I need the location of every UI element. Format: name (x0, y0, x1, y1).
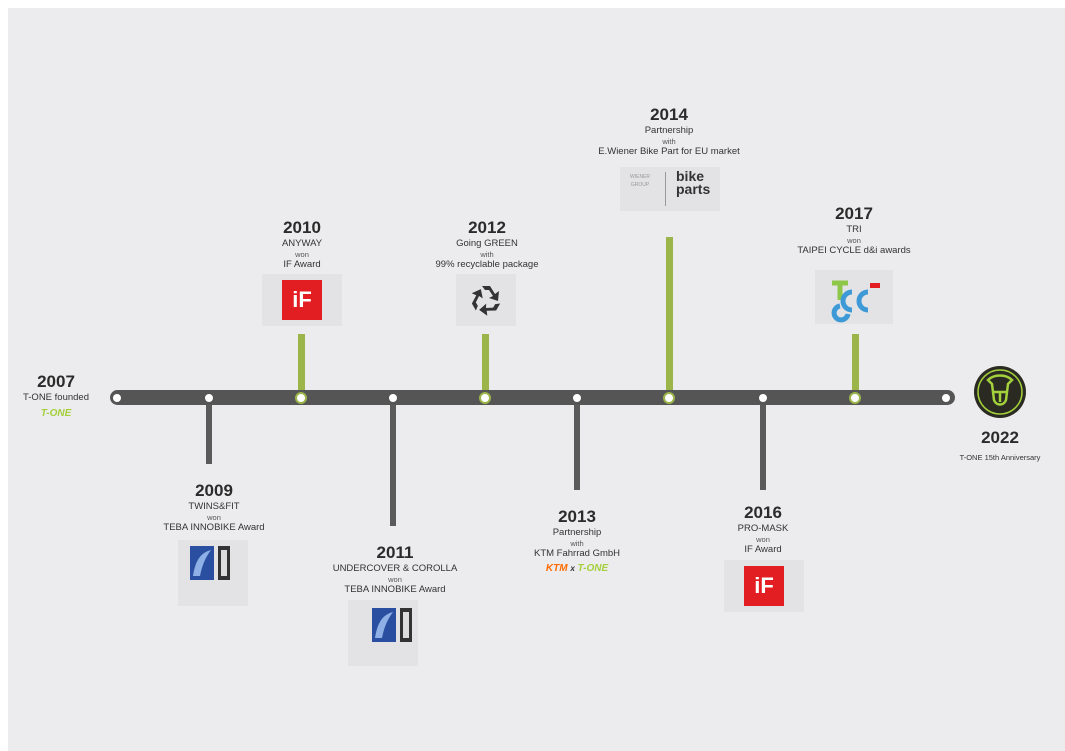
bikeparts-logo-line: bike (676, 168, 705, 184)
event-text: won (207, 513, 221, 522)
event-text: T-ONE founded (22, 392, 90, 403)
event-text: E.Wiener Bike Part for EU market (598, 146, 740, 157)
node-2012 (479, 392, 491, 404)
year-label: 2011 (376, 543, 414, 562)
event-2010: 2010 ANYWAY won IF Award (282, 218, 322, 271)
event-text: TAIPEI CYCLE d&i awards (797, 245, 911, 256)
stem-2012 (482, 334, 489, 398)
tone-logo: T-ONE (577, 563, 609, 574)
year-label: 2012 (468, 218, 506, 237)
event-text: 99% recyclable package (435, 259, 539, 270)
stem-2016 (760, 398, 766, 490)
bikeparts-logo-line: parts (676, 181, 711, 197)
bikeparts-card (620, 167, 720, 211)
if-card-2010: iF (262, 274, 342, 326)
year-label: 2017 (835, 204, 873, 223)
event-text: TRI (846, 224, 862, 235)
event-2014: 2014 Partnership with E.Wiener Bike Part… (598, 105, 739, 158)
event-2009: 2009 TWINS&FIT won TEBA INNOBIKE Award (163, 481, 264, 534)
node-2014 (663, 392, 675, 404)
if-award-logo: iF (744, 566, 784, 606)
node-2017 (849, 392, 861, 404)
node-2009 (203, 392, 215, 404)
year-label: 2013 (558, 507, 596, 526)
innobike-award-icon (190, 546, 230, 580)
ktm-logo: KTM (545, 563, 568, 574)
event-text: ANYWAY (281, 238, 323, 249)
event-text: IF Award (283, 259, 321, 270)
node-2013 (571, 392, 583, 404)
timeline-nodes (111, 392, 952, 404)
wiener-group-mark: WIENER (630, 174, 650, 180)
event-2011: 2011 UNDERCOVER & COROLLA won TEBA INNOB… (333, 543, 458, 596)
stem-2011 (390, 398, 396, 526)
recycle-card (456, 274, 516, 326)
event-2022: 2022 T-ONE 15th Anniversary (960, 428, 1041, 464)
stem-2017 (852, 334, 859, 398)
stem-2013 (574, 398, 580, 490)
event-2012: 2012 Going GREEN with 99% recyclable pac… (436, 218, 539, 271)
event-text: TEBA INNOBIKE Award (163, 522, 265, 533)
event-text: won (388, 575, 402, 584)
event-text: TEBA INNOBIKE Award (344, 584, 446, 595)
timeline-panel (8, 8, 1065, 751)
year-label: 2016 (744, 503, 782, 522)
recycle-icon (471, 286, 501, 316)
event-text: PRO-MASK (737, 523, 789, 534)
timeline-bar (110, 390, 955, 405)
if-card-2016: iF (724, 560, 804, 612)
event-2017: 2017 TRI won TAIPEI CYCLE d&i awards (797, 204, 910, 257)
year-label: 2022 (981, 428, 1019, 447)
event-text: UNDERCOVER & COROLLA (332, 563, 458, 574)
year-label: 2010 (283, 218, 321, 237)
node-2011 (387, 392, 399, 404)
event-2007: 2007 T-ONE founded T-ONE (23, 372, 89, 419)
event-text: won (756, 535, 770, 544)
event-text: IF Award (744, 544, 782, 555)
node-2016 (757, 392, 769, 404)
event-text: won (295, 250, 309, 259)
ktm-tone-logo: KTM x T-ONE (534, 563, 620, 574)
bikeparts-divider (665, 172, 666, 206)
tone-logo: T-ONE (40, 408, 72, 419)
event-2013: 2013 Partnership with KTM Fahrrad GmbH K… (534, 507, 620, 574)
event-text: TWINS&FIT (188, 501, 240, 512)
stem-2010 (298, 334, 305, 398)
node-2010 (295, 392, 307, 404)
event-text: Partnership (644, 125, 694, 136)
tone-anniversary-icon (974, 366, 1026, 418)
logo-separator: x (570, 564, 575, 573)
year-label: 2007 (37, 372, 75, 391)
taipei-cycle-logo-icon (831, 280, 880, 323)
innobike-award-icon (372, 608, 412, 642)
bikeparts-logo: bike parts (676, 168, 711, 197)
event-text: T-ONE 15th Anniversary (959, 453, 1041, 462)
stem-2014 (666, 237, 673, 398)
event-text: won (847, 236, 861, 245)
stem-2009 (206, 398, 212, 464)
wiener-group-mark: GROUP (631, 182, 650, 188)
event-text: with (662, 137, 676, 146)
year-label: 2009 (195, 481, 233, 500)
if-award-logo: iF (282, 280, 322, 320)
event-text: Going GREEN (456, 238, 518, 249)
event-2016: 2016 PRO-MASK won IF Award (738, 503, 789, 556)
node-2022 (940, 392, 952, 404)
tc-card (815, 270, 893, 324)
node-2007 (111, 392, 123, 404)
event-text: Partnership (552, 527, 602, 538)
year-label: 2014 (650, 105, 688, 124)
event-text: KTM Fahrrad GmbH (533, 548, 621, 559)
event-text: with (480, 250, 494, 259)
event-text: with (570, 539, 584, 548)
